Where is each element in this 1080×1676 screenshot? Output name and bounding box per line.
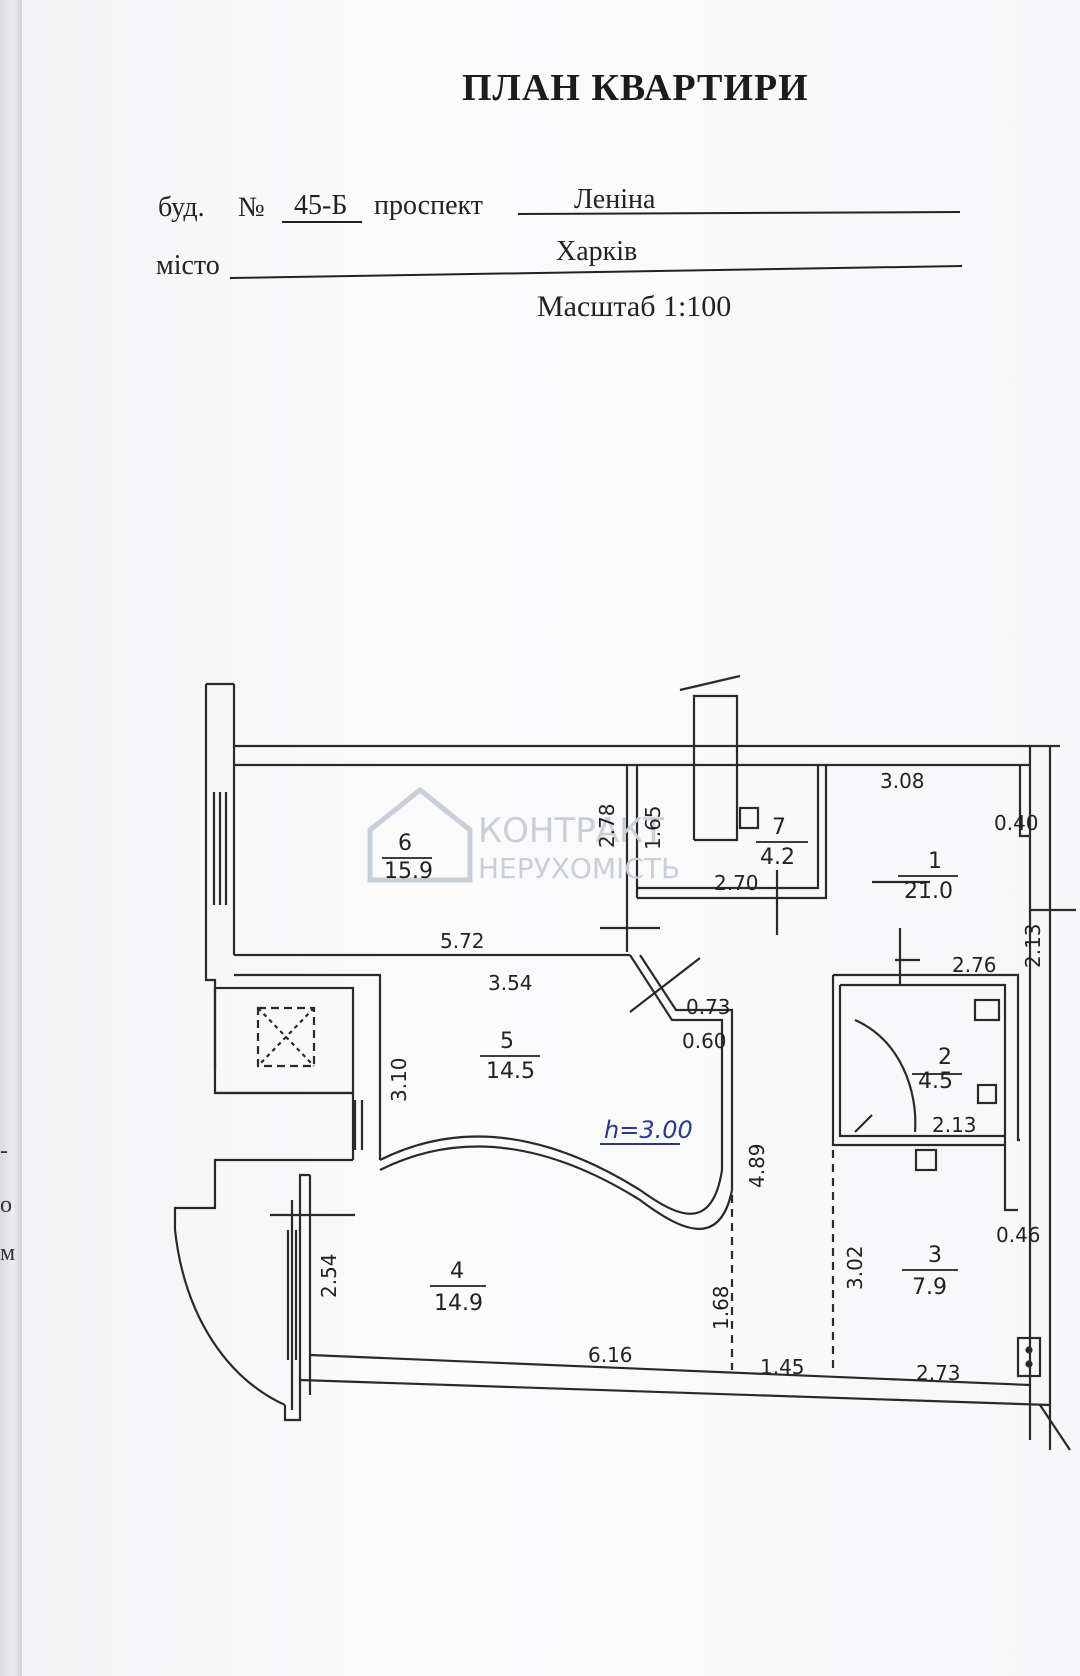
dimension-label: 3.10 [387, 1057, 411, 1102]
dimension-label: 0.40 [994, 811, 1039, 835]
ceiling-height-note: h=3.00 [604, 1116, 693, 1144]
dimension-label: 2.13 [932, 1113, 977, 1137]
city-label: місто [156, 250, 220, 281]
dimension-label: 3.54 [488, 971, 533, 995]
dimension-label: 1.45 [760, 1355, 805, 1379]
dimension-label: 2.76 [952, 953, 997, 977]
number-sign: № [238, 192, 265, 223]
document-title: ПЛАН КВАРТИРИ [462, 67, 809, 109]
binder-edge [0, 0, 22, 1676]
dimension-label: 1.68 [709, 1285, 733, 1330]
dimension-label: 3.02 [843, 1245, 867, 1290]
dimension-label: 4.89 [745, 1143, 769, 1188]
watermark-logo-icon [367, 786, 473, 883]
street-type-label: проспект [374, 190, 483, 221]
dimension-label: 0.46 [996, 1223, 1041, 1247]
room-2-number: 2 [938, 1045, 952, 1070]
room-1-area: 21.0 [904, 879, 953, 904]
building-label: буд. [158, 192, 205, 223]
paper-page [22, 0, 1080, 1676]
dimension-label: 2.78 [595, 803, 619, 848]
room-1-number: 1 [928, 849, 942, 874]
room-6-number: 6 [398, 831, 412, 856]
dimension-label: 5.72 [440, 929, 485, 953]
dimension-label: 2.73 [916, 1361, 961, 1385]
watermark-line2: НЕРУХОМІСТЬ [478, 852, 680, 885]
watermark: КОНТРАКТ НЕРУХОМІСТЬ [367, 786, 680, 885]
room-5-number: 5 [500, 1029, 514, 1054]
street-underline [517, 211, 961, 215]
room-7-number: 7 [772, 815, 786, 840]
dimension-label: 0.60 [682, 1029, 727, 1053]
building-number: 45-Б [294, 190, 348, 221]
street-name: Леніна [574, 184, 656, 215]
room-2-area: 4.5 [918, 1069, 953, 1094]
edge-mark: м [0, 1240, 16, 1266]
room-3-number: 3 [928, 1243, 942, 1268]
watermark-line1: КОНТРАКТ [478, 811, 664, 851]
room-6-area: 15.9 [384, 859, 433, 884]
room-3-area: 7.9 [912, 1275, 947, 1300]
room-5-area: 14.5 [486, 1059, 535, 1084]
dimension-label: 2.13 [1021, 923, 1045, 968]
dimension-label: 2.70 [714, 871, 759, 895]
dimension-label: 2.54 [317, 1253, 341, 1298]
edge-mark: о [0, 1192, 12, 1218]
city-name: Харків [556, 236, 638, 267]
edge-mark: - [0, 1138, 8, 1164]
room-4-number: 4 [450, 1259, 464, 1284]
city-underline [229, 265, 963, 279]
dimension-label: 1.65 [641, 805, 665, 850]
room-7-area: 4.2 [760, 845, 795, 870]
room-4-area: 14.9 [434, 1291, 483, 1316]
dimension-label: 6.16 [588, 1343, 633, 1367]
scale-label: Масштаб 1:100 [537, 290, 732, 323]
dimension-label: 3.08 [880, 769, 925, 793]
dimension-label: 0.73 [686, 995, 731, 1019]
